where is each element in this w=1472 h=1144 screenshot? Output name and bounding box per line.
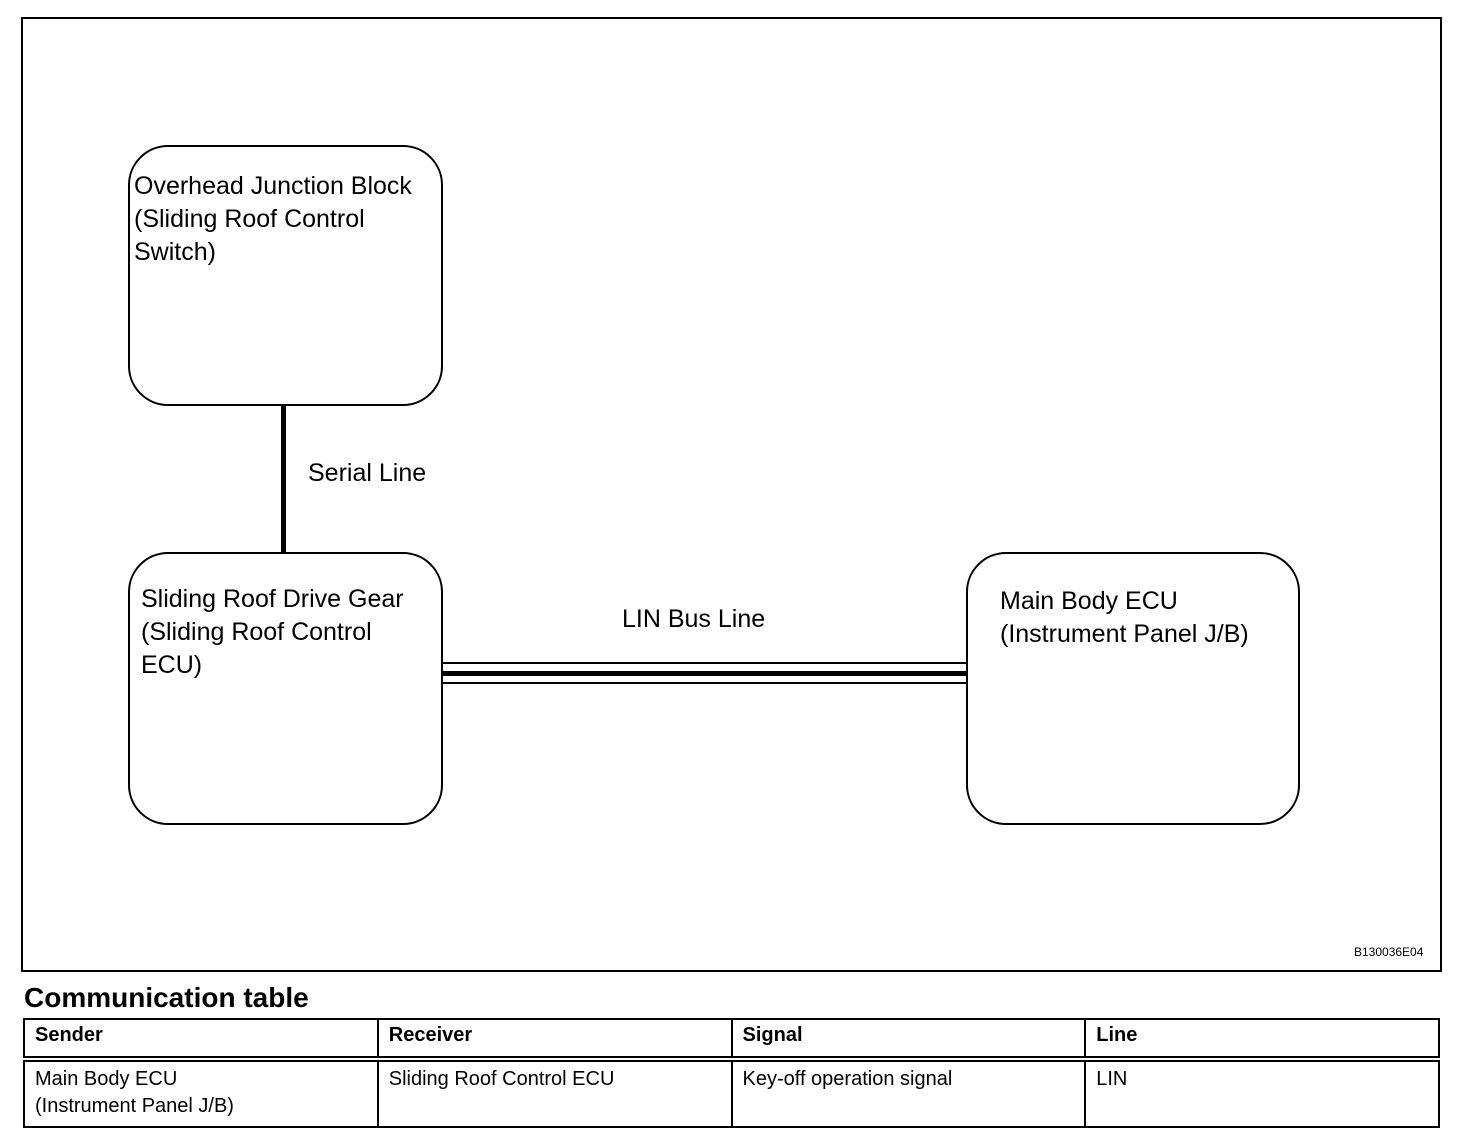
serial-line-label: Serial Line xyxy=(308,459,427,487)
main-body-label-line-2: (Instrument Panel J/B) xyxy=(1000,620,1249,648)
drive-gear-label-line-3: ECU) xyxy=(141,651,203,679)
sliding-roof-drive-gear-node xyxy=(128,552,443,825)
table-row: Main Body ECU (Instrument Panel J/B) Sli… xyxy=(23,1058,1440,1128)
sender-line-2: (Instrument Panel J/B) xyxy=(35,1095,234,1117)
drive-gear-label-line-2: (Sliding Roof Control xyxy=(141,618,372,646)
communication-table: Sender Receiver Signal Line Main Body EC… xyxy=(23,1018,1440,1128)
cell-line: LIN xyxy=(1084,1058,1440,1128)
lin-bus-line-top xyxy=(443,662,968,664)
cell-signal: Key-off operation signal xyxy=(730,1058,1087,1128)
drive-gear-label-line-1: Sliding Roof Drive Gear xyxy=(141,585,404,613)
lin-bus-line-middle xyxy=(443,671,968,676)
overhead-label-line-3: Switch) xyxy=(134,238,216,266)
lin-bus-line-bottom xyxy=(443,682,968,684)
cell-receiver: Sliding Roof Control ECU xyxy=(376,1058,733,1128)
sliding-roof-drive-gear-label: Sliding Roof Drive Gear (Sliding Roof Co… xyxy=(141,583,404,682)
header-signal: Signal xyxy=(730,1018,1087,1062)
header-line: Line xyxy=(1084,1018,1440,1062)
figure-id: B130036E04 xyxy=(1354,945,1424,959)
table-title: Communication table xyxy=(24,982,309,1013)
overhead-junction-block-label: Overhead Junction Block (Sliding Roof Co… xyxy=(134,170,412,269)
main-body-ecu-label: Main Body ECU (Instrument Panel J/B) xyxy=(1000,585,1249,651)
lin-bus-line-label: LIN Bus Line xyxy=(622,605,766,633)
overhead-label-line-1: Overhead Junction Block xyxy=(134,172,412,200)
sender-line-1: Main Body ECU xyxy=(35,1068,178,1090)
cell-sender: Main Body ECU (Instrument Panel J/B) xyxy=(23,1058,379,1128)
main-body-ecu-node xyxy=(966,552,1300,825)
header-sender: Sender xyxy=(23,1018,379,1062)
main-body-label-line-1: Main Body ECU xyxy=(1000,587,1178,615)
diagram-frame xyxy=(21,17,1442,972)
header-receiver: Receiver xyxy=(376,1018,733,1062)
overhead-label-line-2: (Sliding Roof Control xyxy=(134,205,365,233)
table-header-row: Sender Receiver Signal Line xyxy=(23,1018,1440,1062)
serial-line-connector xyxy=(281,405,286,554)
